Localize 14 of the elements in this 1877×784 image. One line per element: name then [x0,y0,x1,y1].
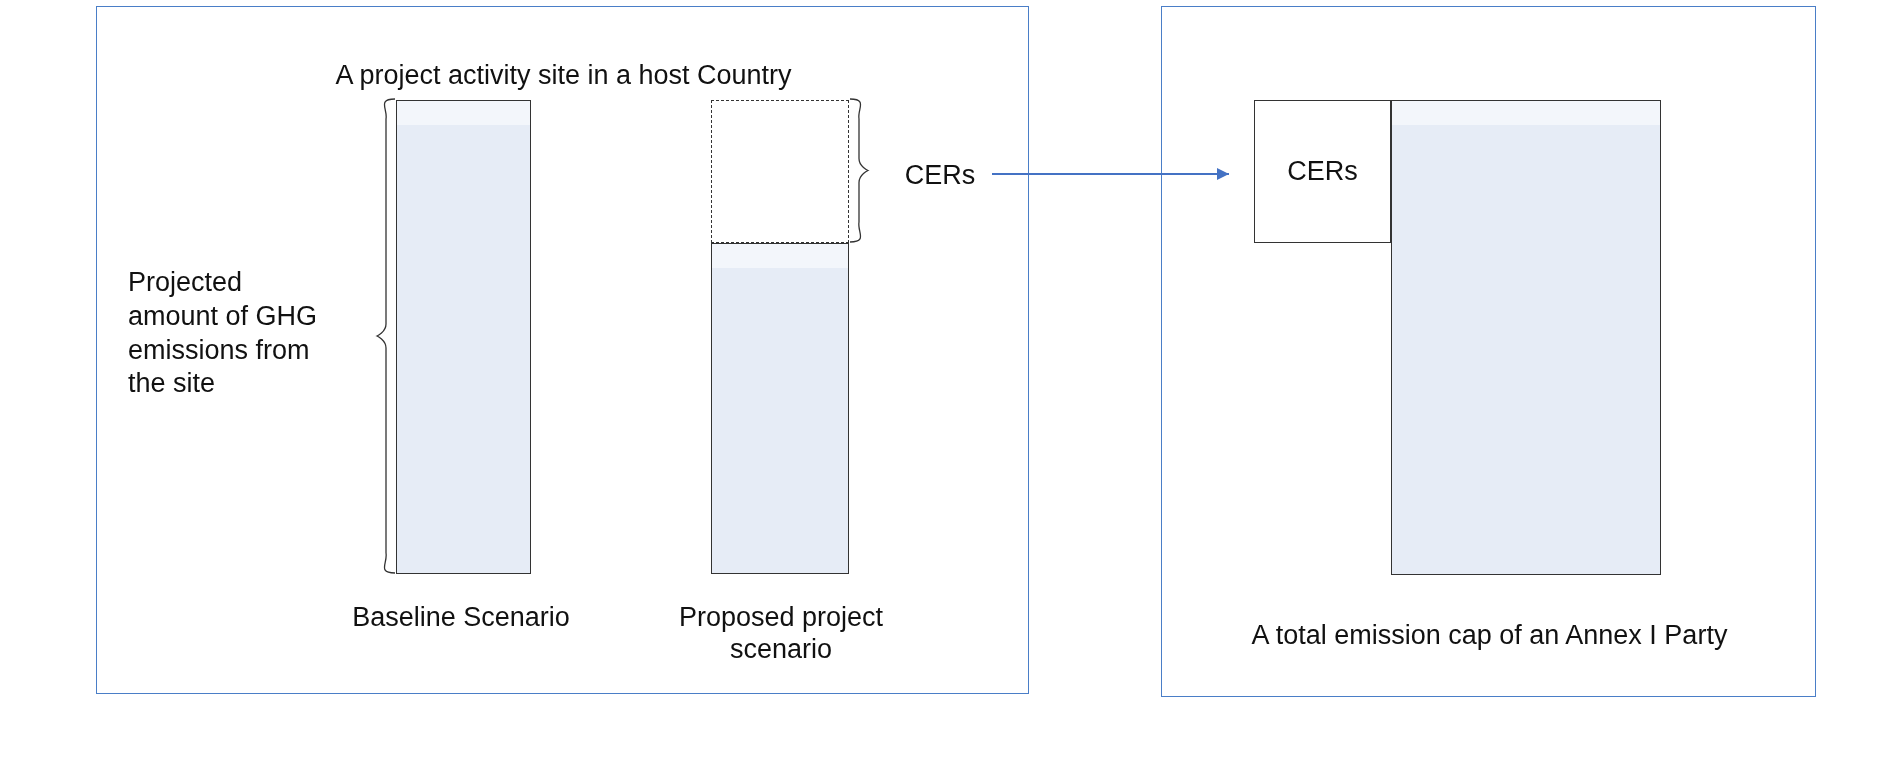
emission-bar [711,243,849,574]
bar-caption: Baseline Scenario [351,601,571,634]
bar-caption: Proposed project scenario [677,601,885,666]
brace-label: Projected amount of GHG emissions from the site [128,266,319,401]
box-label: CERs [1287,156,1358,187]
emission-bar [396,100,531,574]
emission-bar [1391,100,1661,575]
cers-label: CERs [897,155,983,195]
cers-box [1254,100,1391,243]
panel-title: A total emission cap of an Annex I Party [1250,619,1729,652]
panel-title: A project activity site in a host Country [334,59,793,92]
panel [1161,6,1816,697]
arrow [991,168,1230,180]
panel [96,6,1029,694]
